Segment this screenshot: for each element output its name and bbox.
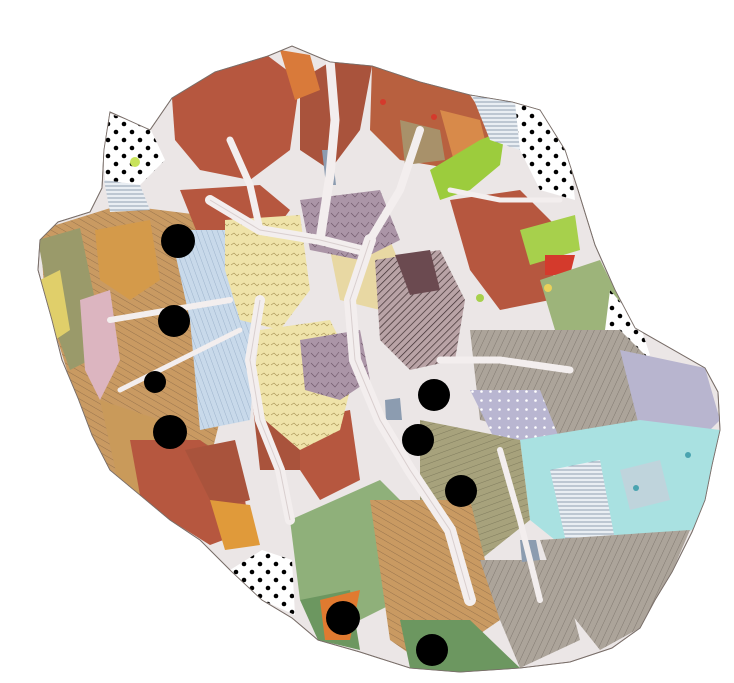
accent-teal-2: [685, 452, 691, 458]
unit-west-olive: [38, 228, 95, 370]
unit-nw-hlines: [104, 180, 150, 212]
unit-south-grey: [480, 560, 580, 668]
unit-west-rust-2: [185, 440, 250, 510]
marker-m3: [144, 371, 166, 393]
accent-yellow-1: [544, 284, 552, 292]
accent-lime-2: [476, 294, 484, 302]
unit-ne-rust: [450, 190, 560, 310]
unit-north-lime: [430, 130, 505, 200]
unit-north-orange: [280, 50, 320, 100]
marker-m9: [416, 634, 448, 666]
unit-west-yellow: [40, 270, 70, 340]
unit-cream-1: [225, 215, 310, 330]
unit-sw-dotted: [230, 550, 295, 615]
unit-north-stripes: [472, 95, 520, 150]
ravine-edges: [209, 199, 471, 601]
marker-m1: [161, 224, 195, 258]
accent-lime-1: [130, 157, 140, 167]
accent-red-2: [431, 114, 437, 120]
unit-hatched: [375, 250, 465, 370]
unit-hatched-2: [395, 250, 440, 295]
marker-m5: [418, 379, 450, 411]
unit-ne-lime: [520, 215, 580, 265]
unit-bluegrey-3: [385, 398, 402, 420]
geologic-units: [38, 50, 720, 672]
unit-west-orange: [95, 220, 160, 300]
sample-markers: [144, 224, 477, 666]
marker-m7: [445, 475, 477, 507]
unit-ne-green: [540, 260, 620, 340]
accent-teal-1: [633, 485, 639, 491]
unit-ne-red: [545, 255, 575, 275]
unit-ne-dotted: [515, 102, 575, 200]
marker-m2: [158, 305, 190, 337]
marker-m4: [153, 415, 187, 449]
marker-m6: [402, 424, 434, 456]
unit-north-rust-1: [172, 56, 300, 180]
unit-se-bluegrey: [620, 460, 670, 510]
unit-se-grey: [540, 530, 690, 650]
marker-m8: [326, 601, 360, 635]
unit-se-hlines: [550, 460, 615, 560]
unit-west-orange-2: [210, 500, 260, 550]
island-border: [37, 45, 721, 673]
accent-red-1: [380, 99, 386, 105]
